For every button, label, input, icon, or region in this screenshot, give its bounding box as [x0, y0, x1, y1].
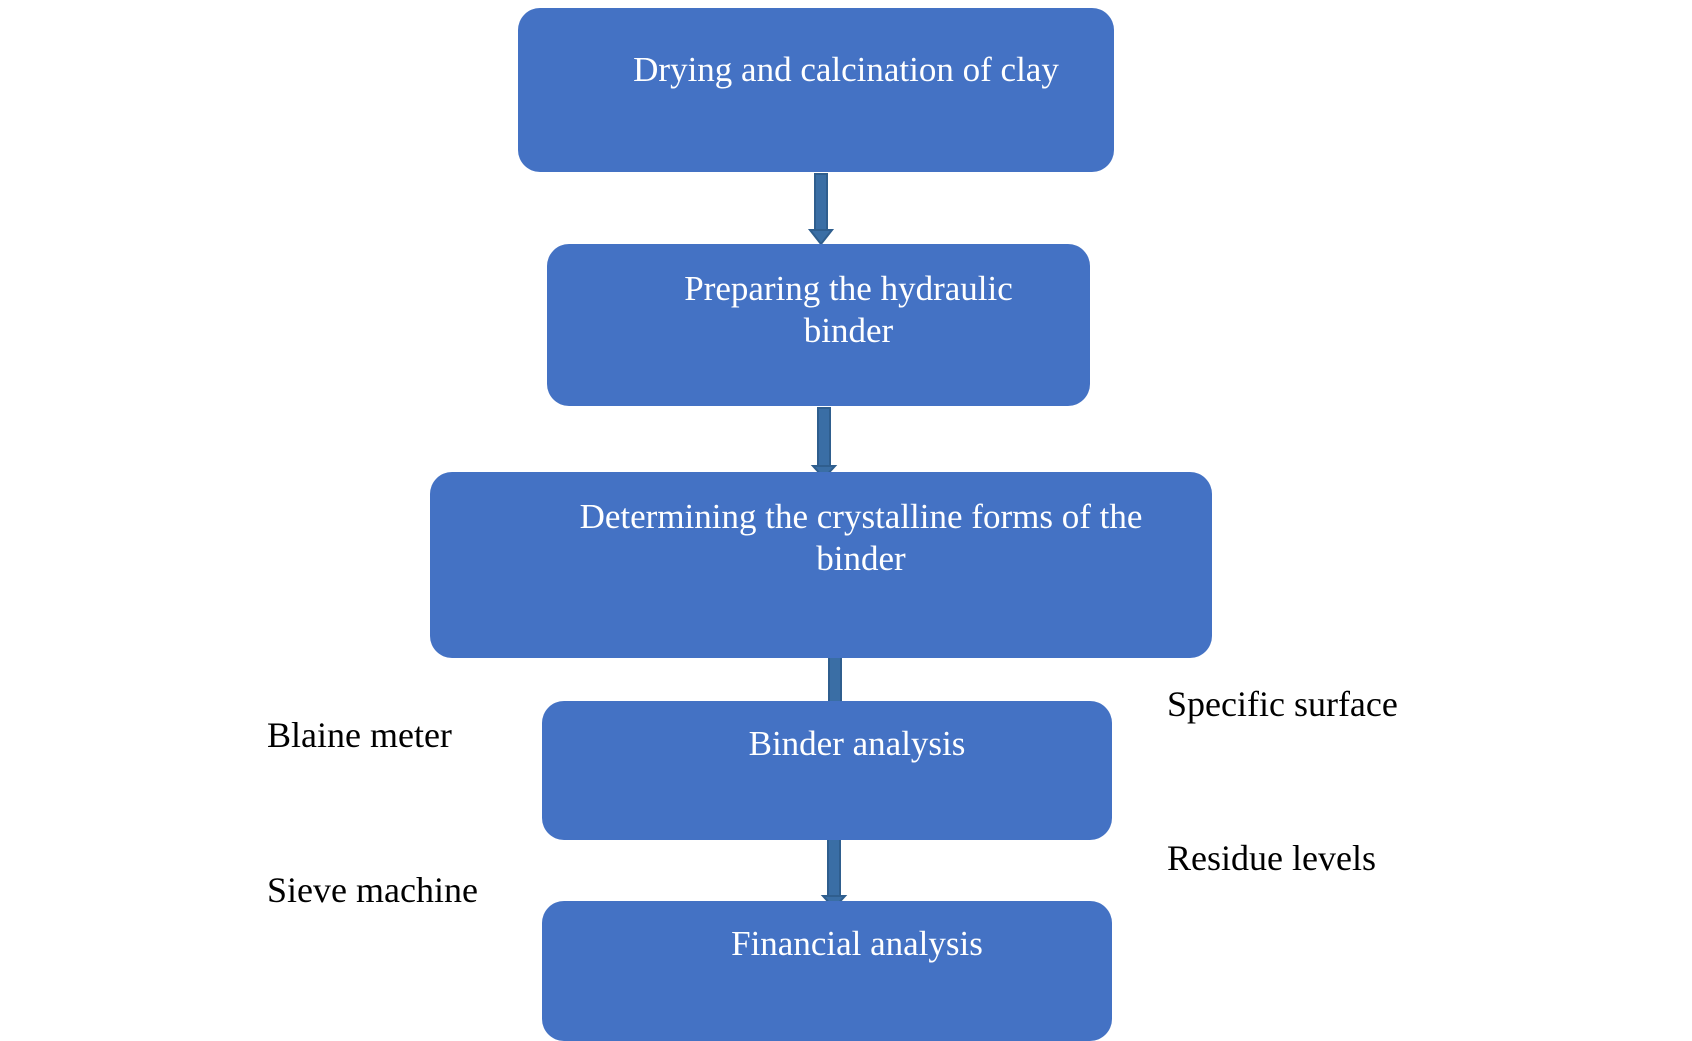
- arrow-step2-to-step3: [810, 407, 838, 480]
- label-blaine-meter: Blaine meter: [267, 715, 452, 755]
- label-specific-surface: Specific surface: [1167, 684, 1398, 724]
- step-label: Financial analysis: [731, 924, 983, 963]
- step-box-drying-calcination: Drying and calcination of clay: [518, 8, 1114, 172]
- step-label: Preparing the hydraulic binder: [684, 269, 1013, 350]
- step-box-financial-analysis: Financial analysis: [542, 901, 1112, 1041]
- step-label: Binder analysis: [748, 724, 966, 763]
- step-box-preparing-binder: Preparing the hydraulic binder: [547, 244, 1090, 406]
- step-label: Determining the crystalline forms of the…: [579, 497, 1143, 578]
- label-sieve-machine: Sieve machine: [267, 870, 478, 910]
- step-label: Drying and calcination of clay: [633, 50, 1059, 89]
- arrow-step1-to-step2: [807, 173, 835, 246]
- arrow-step4-to-step5: [820, 833, 848, 910]
- step-box-binder-analysis: Binder analysis: [542, 701, 1112, 840]
- step-box-crystalline-forms: Determining the crystalline forms of the…: [430, 472, 1212, 658]
- label-residue-levels: Residue levels: [1167, 838, 1376, 878]
